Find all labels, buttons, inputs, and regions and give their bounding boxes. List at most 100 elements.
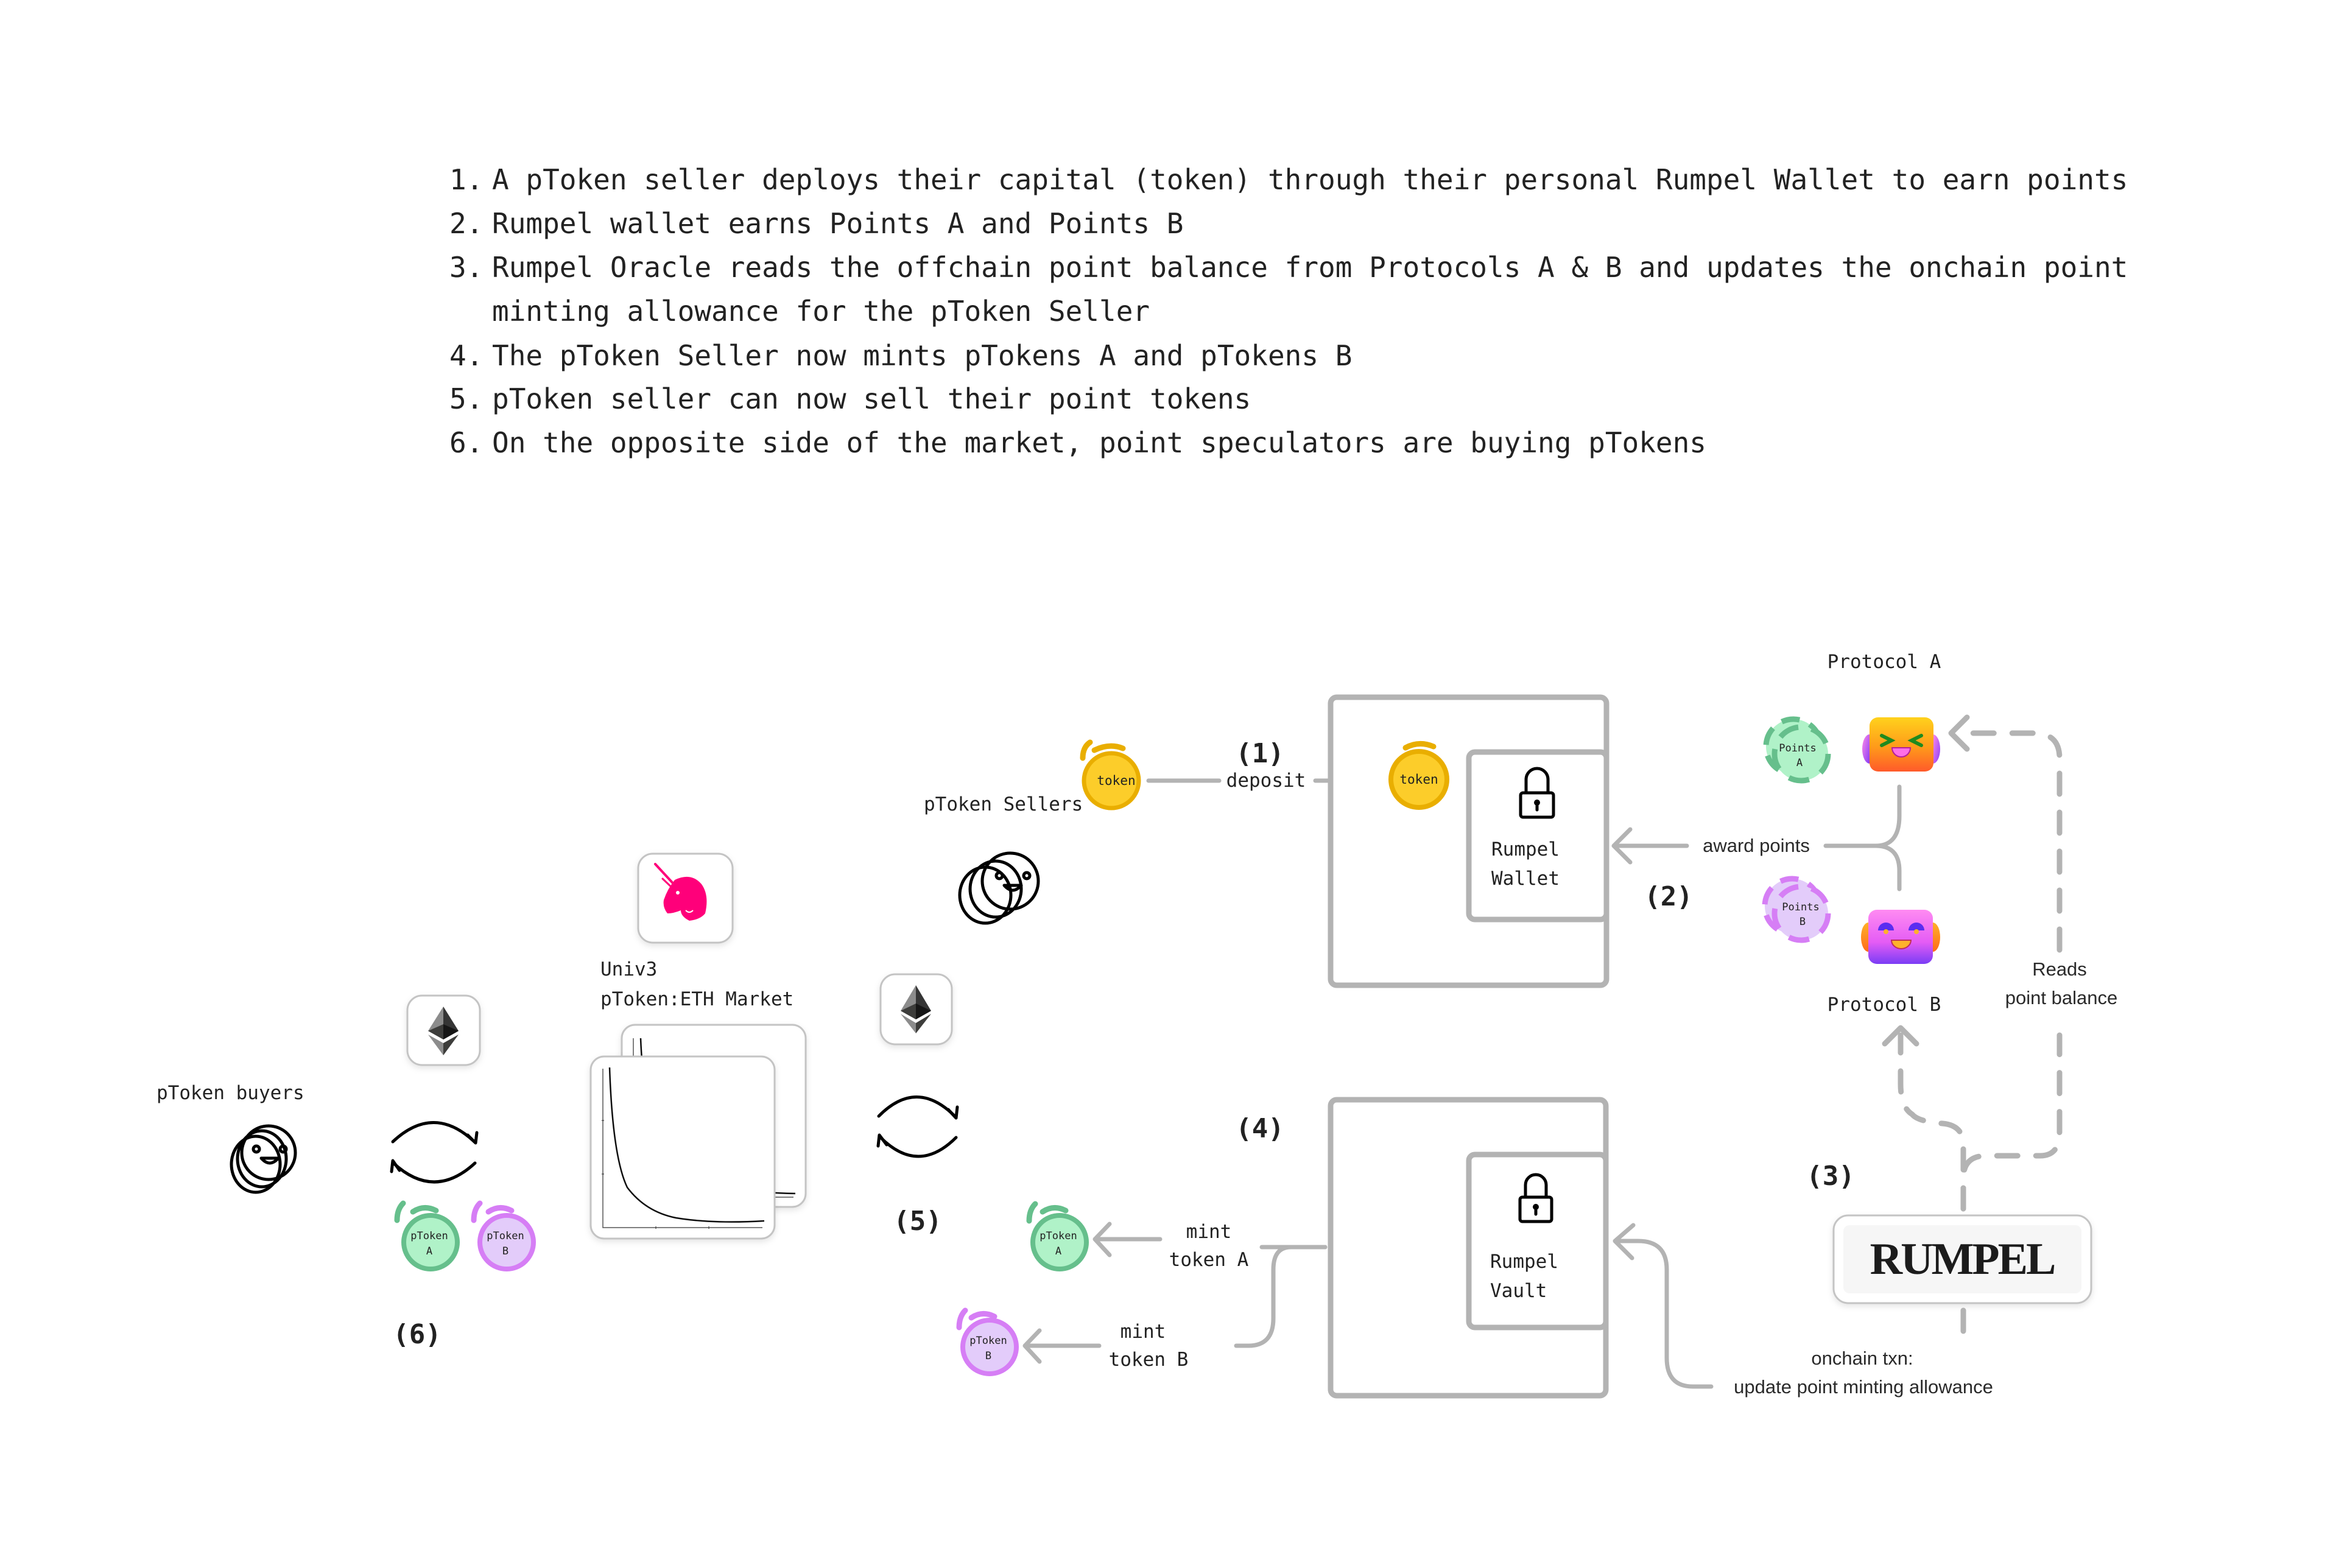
protocol-a-label: Protocol A (1828, 651, 1941, 673)
step-6-label: (6) (393, 1319, 441, 1350)
protocol-b-label: Protocol B (1828, 994, 1941, 1016)
award-arrow (1611, 827, 1689, 865)
oracle-group: Reads point balance (3) RUMPEL onchain t… (1613, 714, 2117, 1397)
instruction-list: 1. A pToken seller deploys their capital… (449, 163, 2128, 459)
rumpel-vault-container: (4) Rumpel Vault mint token A mint token… (956, 1097, 1609, 1399)
buyer-ptoken-b-line2: B (502, 1245, 508, 1257)
item-text: Rumpel Oracle reads the offchain point b… (492, 251, 2128, 284)
price-curve (608, 1067, 765, 1223)
points-b-line2: B (1799, 916, 1806, 928)
item-number: 4. (449, 339, 483, 372)
item-number: 2. (449, 207, 483, 240)
mint-b-connector (1234, 1245, 1328, 1348)
protocol-a-robot-icon[interactable] (1862, 717, 1940, 772)
instruction-item-4: 4. The pToken Seller now mints pTokens A… (449, 339, 1352, 372)
points-b-line1: Points (1782, 901, 1819, 913)
reads-arrowhead (1948, 714, 1970, 752)
market-group: Univ3 pToken:ETH Market (589, 853, 959, 1240)
item-number: 3. (449, 251, 483, 284)
wallet-lock-icon (1519, 767, 1555, 819)
item-number: 6. (449, 426, 483, 459)
step-3-label: (3) (1806, 1161, 1854, 1192)
points-a-line2: A (1796, 757, 1803, 769)
step-2-label: (2) (1644, 881, 1692, 912)
vault-title-line2: Vault (1490, 1280, 1547, 1302)
txn-label-line1: onchain txn: (1811, 1348, 1913, 1369)
mint-b-line2: token B (1109, 1349, 1189, 1371)
eth-card-left[interactable] (406, 994, 481, 1066)
market-chart-front[interactable] (589, 1055, 776, 1240)
market-title-line2: pToken:ETH Market (600, 988, 793, 1010)
ptoken-b-line2: B (985, 1350, 991, 1362)
mint-a-arrow (1092, 1222, 1163, 1257)
wallet-token-label: token (1399, 772, 1438, 787)
points-b-coin-icon: Points B (1762, 876, 1831, 943)
instruction-item-5: 5. pToken seller can now sell their poin… (449, 382, 1251, 415)
ptoken-a-line1: pToken (1040, 1230, 1077, 1242)
reads-dashed-lower (1960, 1032, 2063, 1212)
award-label: award points (1703, 835, 1810, 856)
step-1-label: (1) (1236, 738, 1284, 769)
step-4-label: (4) (1236, 1113, 1284, 1144)
buyer-ptoken-b-line1: pToken (487, 1230, 524, 1242)
buyer-ptoken-a-line2: A (426, 1245, 432, 1257)
txn-label-line2: update point minting allowance (1734, 1376, 1993, 1397)
item-text: Rumpel wallet earns Points A and Points … (492, 207, 1183, 240)
ptoken-a-coin-icon: pToken A (1026, 1201, 1089, 1271)
buyers-label: pToken buyers (157, 1082, 304, 1104)
ethereum-icon (428, 1007, 459, 1055)
instruction-item-6: 6. On the opposite side of the market, p… (449, 426, 1706, 459)
mint-b-arrow (1022, 1328, 1102, 1364)
item-text: A pToken seller deploys their capital (t… (492, 163, 2128, 196)
protocol-b-robot-icon[interactable] (1861, 910, 1940, 964)
vault-title-line1: Rumpel (1490, 1251, 1558, 1273)
vault-inner-box[interactable] (1466, 1151, 1609, 1331)
deposit-label: deposit (1226, 770, 1306, 792)
swap-arrows-icon-right (876, 1095, 959, 1158)
wallet-inner-box[interactable] (1466, 749, 1610, 923)
mint-b-line1: mint (1121, 1321, 1166, 1343)
vault-lock-icon (1518, 1173, 1553, 1223)
item-number: 1. (449, 163, 483, 196)
wallet-token-coin-icon: token (1388, 741, 1449, 810)
item-text-continued: minting allowance for the pToken Seller (492, 295, 1150, 328)
item-text: On the opposite side of the market, poin… (492, 426, 1706, 459)
item-text: The pToken Seller now mints pTokens A an… (492, 339, 1352, 372)
rumpel-logo-text: RUMPEL (1870, 1234, 2055, 1284)
award-brace-connector (1823, 784, 1902, 891)
uniswap-unicorn-icon (654, 863, 707, 921)
uniswap-card[interactable] (637, 853, 734, 944)
eth-card-right[interactable] (879, 973, 953, 1046)
buyer-ptoken-b-coin-icon: pToken B (471, 1200, 536, 1271)
sellers-label: pToken Sellers (924, 793, 1083, 815)
txn-arrow (1613, 1223, 1714, 1389)
reads-label-line1: Reads (2032, 958, 2087, 980)
ptoken-a-line2: A (1055, 1245, 1061, 1257)
mint-a-line1: mint (1186, 1221, 1232, 1243)
points-a-coin-icon: Points A (1763, 716, 1831, 784)
reads-label-line2: point balance (2005, 987, 2117, 1008)
ptoken-b-coin-icon: pToken B (956, 1307, 1019, 1376)
mint-a-line2: token A (1169, 1249, 1249, 1271)
swap-arrows-icon-left (390, 1121, 479, 1184)
item-number: 5. (449, 382, 483, 415)
seller-group: pToken Sellers token (1) deposit (924, 738, 1385, 925)
seller-face-icon (958, 851, 1040, 925)
token-coin-label: token (1097, 773, 1135, 788)
rumpel-logo-card[interactable]: RUMPEL (1832, 1214, 2092, 1304)
market-title-line1: Univ3 (600, 958, 657, 980)
item-text: pToken seller can now sell their point t… (492, 382, 1251, 415)
ptoken-b-line1: pToken (969, 1335, 1007, 1347)
rumpel-wallet-container: token Rumpel Wallet (1328, 694, 1610, 988)
ethereum-icon (901, 985, 931, 1033)
buyer-ptoken-a-coin-icon: pToken A (394, 1200, 460, 1271)
token-coin-icon: token (1080, 739, 1141, 810)
wallet-title-line2: Wallet (1491, 868, 1560, 890)
protocol-b-arrowhead (1882, 1025, 1919, 1047)
buyers-group: pToken buyers (157, 994, 536, 1350)
instruction-item-1: 1. A pToken seller deploys their capital… (449, 163, 2128, 196)
protocols-group: (2) award points Protocol A Points A Poi… (1611, 651, 1941, 1016)
buyer-ptoken-a-line1: pToken (410, 1230, 448, 1242)
protocol-b-dashed (1898, 1032, 1966, 1212)
